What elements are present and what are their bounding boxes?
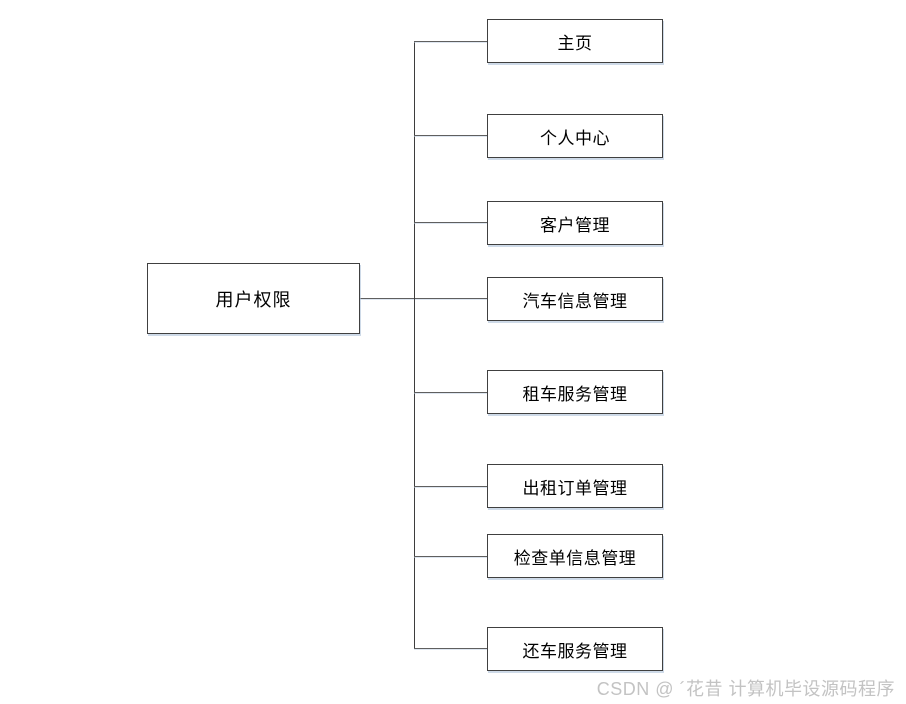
node-label: 主页 [557, 33, 593, 53]
node-inspection-info-management: 检查单信息管理 [487, 534, 663, 578]
connector-branch-2 [414, 135, 487, 136]
node-car-info-management: 汽车信息管理 [487, 277, 663, 321]
connector-branch-7 [414, 556, 487, 557]
node-personal-center: 个人中心 [487, 114, 663, 158]
node-label: 租车服务管理 [522, 384, 628, 404]
connector-branch-1 [414, 41, 487, 42]
node-label: 个人中心 [540, 128, 610, 148]
node-label: 用户权限 [215, 289, 292, 310]
node-car-return-service-management: 还车服务管理 [487, 627, 663, 671]
node-home: 主页 [487, 19, 663, 63]
node-label: 客户管理 [540, 215, 610, 235]
node-customer-management: 客户管理 [487, 201, 663, 245]
connector-root-horizontal [360, 298, 487, 299]
node-rental-order-management: 出租订单管理 [487, 464, 663, 508]
node-label: 出租订单管理 [522, 478, 628, 498]
node-label: 汽车信息管理 [522, 291, 628, 311]
node-user-permissions: 用户权限 [147, 263, 360, 334]
node-label: 检查单信息管理 [513, 548, 637, 568]
node-rental-service-management: 租车服务管理 [487, 370, 663, 414]
connector-branch-3 [414, 222, 487, 223]
csdn-watermark: CSDN @ ´花昔 计算机毕设源码程序 [596, 679, 895, 699]
node-label: 还车服务管理 [522, 641, 628, 661]
connector-branch-5 [414, 392, 487, 393]
connector-trunk-vertical [414, 41, 415, 649]
connector-branch-8 [414, 648, 487, 649]
connector-branch-6 [414, 486, 487, 487]
